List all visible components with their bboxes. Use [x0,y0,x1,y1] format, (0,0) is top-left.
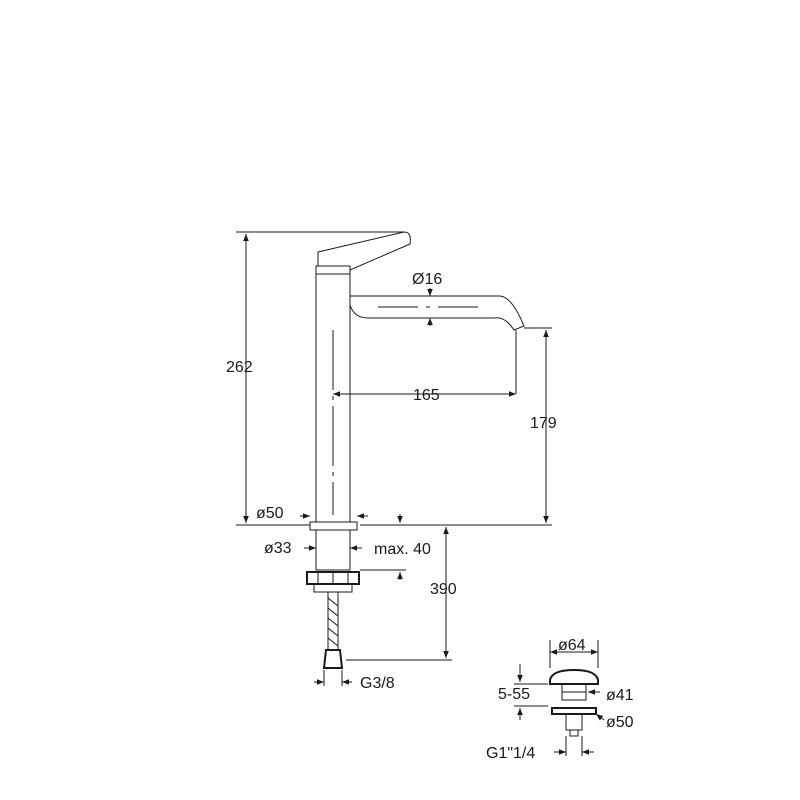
label-spout-height: 179 [530,415,557,432]
label-waste-thread: G1"1/4 [486,745,535,762]
label-base-diameter: ø50 [256,505,284,522]
waste-drain [514,640,605,756]
waste-flange [551,707,597,715]
faucet-body [306,231,525,669]
label-total-height: 262 [226,359,253,376]
flexible-hose [327,592,339,650]
handle-ring [315,265,351,275]
label-shank-diameter: ø33 [264,540,292,557]
label-waste-head: ø64 [558,637,586,654]
shank [315,529,351,571]
waste-tail [565,713,583,731]
waste-head [549,668,599,685]
dimension-labels: 262 Ø16 165 179 ø50 ø33 max. 40 390 G3/8… [226,271,634,762]
dimension-lines [236,231,552,686]
label-hose-length: 390 [430,581,457,598]
label-waste-flange: ø50 [606,714,634,731]
label-max-deck: max. 40 [374,541,431,558]
hose-connector [322,649,344,669]
label-waste-body: ø41 [606,687,634,704]
label-waste-adjust: 5-55 [498,686,530,703]
spout [349,295,525,331]
label-hose-connection: G3/8 [360,675,395,692]
label-spout-diameter: Ø16 [412,271,442,288]
label-spout-reach: 165 [413,387,440,404]
base-plate [309,521,358,531]
lever-handle [317,231,411,271]
